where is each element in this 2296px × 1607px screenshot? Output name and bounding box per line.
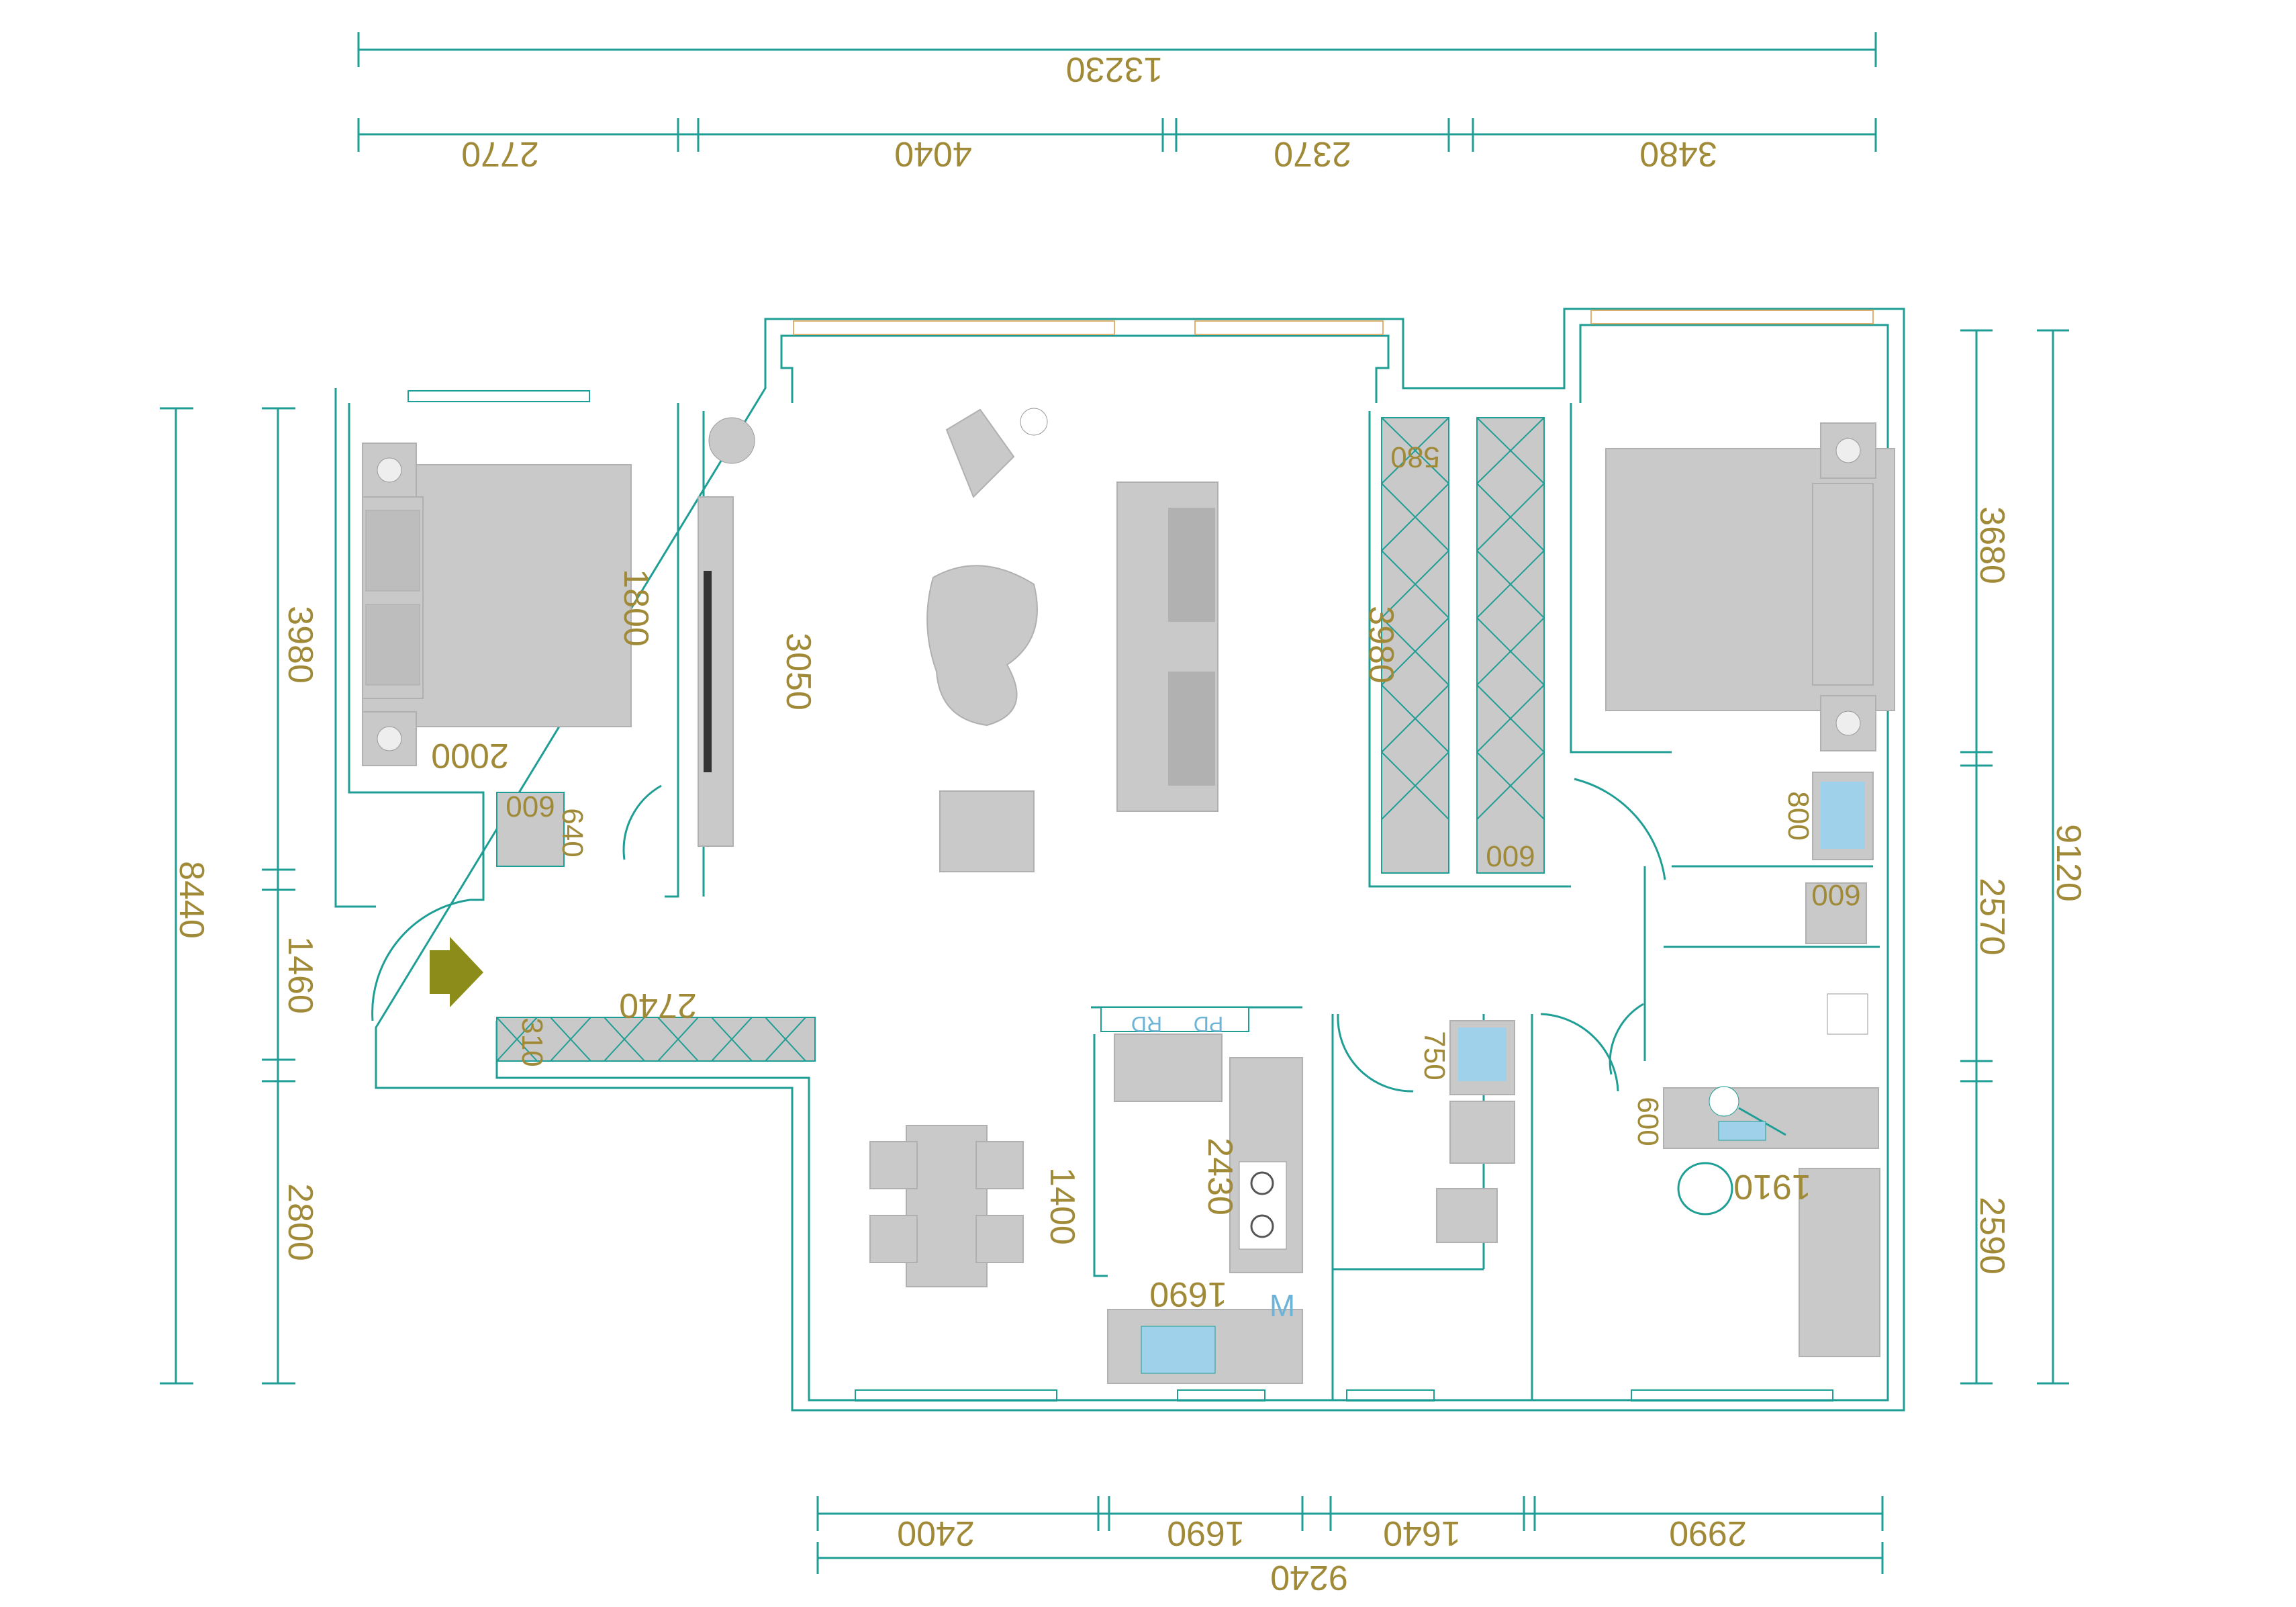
wardrobe-right: [1476, 417, 1545, 874]
dim-cabinet-width: 640: [556, 808, 589, 857]
dining: [869, 1125, 1024, 1287]
wardrobes: [1381, 417, 1545, 874]
shoe-cabinet: [496, 1017, 816, 1062]
dim-kitchen-sink: 1690: [1149, 1275, 1227, 1314]
dim-bed-length: 2000: [431, 736, 509, 775]
dim-wardrobe-c: 600: [1486, 839, 1535, 872]
label-rd: RD: [1131, 1012, 1162, 1036]
tv-wall-panel: [698, 496, 734, 847]
ottoman: [939, 790, 1035, 872]
dim-right-total: 9120: [2049, 824, 2088, 902]
dim-top-3: 2370: [1274, 134, 1351, 173]
dim-desk-length: 1910: [1733, 1167, 1811, 1206]
dim-top-2: 4040: [894, 134, 972, 173]
dim-kitchen-counter: 2430: [1200, 1138, 1239, 1215]
dim-cabinet-depth: 600: [506, 790, 555, 823]
interior-walls: [665, 403, 1880, 1400]
bottom-dimension-lines: [816, 1496, 1884, 1574]
chair: [869, 1141, 918, 1189]
coffee-table: [926, 565, 1038, 727]
lounge-chair: [945, 408, 1015, 498]
dim-dining: 1400: [1043, 1167, 1082, 1245]
corner-desk: [1799, 1168, 1880, 1357]
dim-bottom-1: 2400: [897, 1514, 975, 1553]
dim-shoe-cabinet-depth: 310: [516, 1017, 548, 1066]
entry-arrow-icon: [430, 937, 483, 1007]
dim-wardrobe-b: 3980: [1361, 606, 1400, 684]
wardrobe-left: [1381, 417, 1449, 874]
chair: [975, 1141, 1024, 1189]
dim-top-1: 2770: [461, 134, 539, 173]
dim-bath-vanity: 800: [1782, 791, 1815, 840]
toilet-icon: [1436, 1188, 1498, 1243]
master-bathroom: [1805, 772, 1874, 1035]
label-pd: PD: [1194, 1012, 1223, 1036]
chair: [975, 1215, 1024, 1263]
dim-left-2: 1460: [281, 936, 320, 1014]
stove-icon: [1239, 1161, 1287, 1250]
exterior-walls: [334, 308, 1905, 1412]
bedroom-cabinet: [496, 792, 565, 867]
wc: [1436, 1020, 1515, 1243]
dim-bottom-2: 1690: [1167, 1514, 1245, 1553]
kitchen: [1100, 1007, 1303, 1384]
chair: [869, 1215, 918, 1263]
dim-left-1: 3980: [281, 606, 320, 684]
dim-shoe-cabinet: 2740: [619, 986, 697, 1025]
dim-bottom-4: 2990: [1669, 1514, 1747, 1553]
dim-right-1: 3680: [1972, 506, 2011, 584]
dim-left-3: 2800: [281, 1183, 320, 1261]
top-dimension-lines: [357, 32, 1877, 152]
living-room: [926, 408, 1218, 872]
dim-desk-depth: 600: [1631, 1097, 1664, 1146]
dim-wc-vanity: 750: [1418, 1031, 1451, 1080]
dim-right-3: 2590: [1972, 1197, 2011, 1275]
label-m: M: [1270, 1288, 1295, 1323]
wc-cabinet: [1449, 1101, 1515, 1164]
dim-right-2: 2570: [1972, 878, 2011, 956]
dim-bottom-total: 9240: [1270, 1558, 1348, 1597]
dim-bed-width: 1800: [616, 569, 655, 647]
dim-top-4: 3480: [1639, 134, 1717, 173]
master-bedroom: [1605, 422, 1895, 751]
dim-toilet-width: 600: [1811, 878, 1860, 911]
desk: [1663, 1087, 1879, 1149]
right-dimension-lines: [1960, 329, 2069, 1385]
toilet-icon: [1805, 882, 1867, 944]
dim-top-total: 13230: [1066, 50, 1163, 89]
dim-left-total: 8440: [172, 861, 211, 939]
left-dimension-lines: [160, 407, 295, 1385]
left-bedroom: [362, 417, 755, 867]
fridge: [1114, 1034, 1223, 1102]
study: [1663, 1086, 1880, 1357]
dim-wardrobe-a: 580: [1390, 441, 1439, 473]
sink-icon: [1141, 1326, 1216, 1374]
dining-table: [906, 1125, 988, 1287]
dim-bottom-3: 1640: [1383, 1514, 1461, 1553]
doors: [371, 778, 1666, 1093]
dim-tv-wall: 3050: [779, 633, 818, 710]
